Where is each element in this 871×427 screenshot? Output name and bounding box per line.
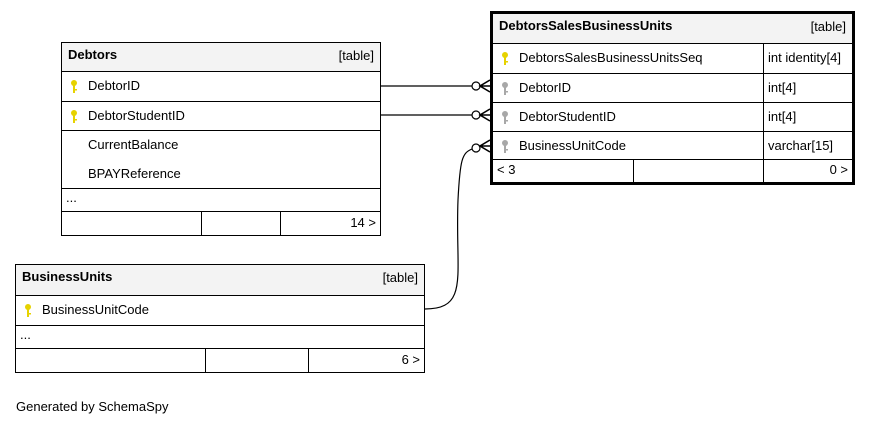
primary-key-icon: [71, 80, 77, 93]
column-name: DebtorStudentID: [88, 108, 185, 123]
table-debtors[interactable]: Debtors [table] DebtorID DebtorStudentID…: [61, 42, 381, 236]
column-row: DebtorsSalesBusinessUnitsSeq int identit…: [493, 44, 852, 74]
column-name: DebtorID: [88, 78, 141, 93]
column-row: BPAYReference: [62, 160, 380, 189]
foreign-key-icon: [502, 111, 508, 124]
foreign-key-icon: [502, 82, 508, 95]
generated-by-label: Generated by SchemaSpy: [16, 399, 169, 414]
footer-cell: 14 >: [280, 212, 380, 235]
column-type: int identity[4]: [763, 44, 852, 73]
column-row: DebtorStudentID int[4]: [493, 103, 852, 132]
table-footer: 6 >: [16, 349, 424, 372]
relation-debtorid-crowfoot: [478, 79, 491, 93]
table-kind: [table]: [338, 48, 374, 63]
parents-count[interactable]: < 3: [497, 162, 516, 177]
column-type: int[4]: [763, 103, 852, 131]
children-count[interactable]: 14 >: [350, 215, 376, 230]
column-type: int[4]: [763, 74, 852, 102]
more-columns-ellipsis: ...: [16, 326, 424, 349]
table-name[interactable]: BusinessUnits: [22, 269, 113, 284]
table-kind: [table]: [382, 270, 418, 285]
table-name[interactable]: DebtorsSalesBusinessUnits: [499, 18, 673, 33]
column-name: DebtorID: [519, 80, 572, 95]
table-header: DebtorsSalesBusinessUnits [table]: [493, 14, 852, 44]
children-count[interactable]: 6 >: [401, 352, 420, 367]
column-type: varchar[15]: [763, 132, 852, 159]
table-debtorssalesbusinessunits[interactable]: DebtorsSalesBusinessUnits [table] Debtor…: [490, 11, 855, 185]
footer-cell: 0 >: [763, 160, 852, 182]
primary-key-icon: [502, 52, 508, 65]
column-name: BusinessUnitCode: [519, 138, 626, 153]
column-row: BusinessUnitCode varchar[15]: [493, 132, 852, 160]
table-businessunits[interactable]: BusinessUnits [table] BusinessUnitCode .…: [15, 264, 425, 373]
primary-key-icon: [71, 110, 77, 123]
children-count[interactable]: 0 >: [829, 162, 848, 177]
column-row: CurrentBalance: [62, 131, 380, 160]
column-row: DebtorStudentID: [62, 102, 380, 131]
primary-key-icon: [25, 304, 31, 317]
column-name: BPAYReference: [88, 166, 181, 181]
table-footer: < 3 0 >: [493, 160, 852, 182]
foreign-key-icon: [502, 140, 508, 153]
column-name: BusinessUnitCode: [42, 302, 149, 317]
column-name: CurrentBalance: [88, 137, 179, 152]
more-columns-ellipsis: ...: [62, 189, 380, 212]
column-row: DebtorID int[4]: [493, 74, 852, 103]
column-row: DebtorID: [62, 72, 380, 102]
relation-businessunitcode-crowfoot: [478, 139, 491, 153]
table-kind: [table]: [810, 19, 846, 34]
table-name[interactable]: Debtors: [68, 47, 118, 62]
footer-cell: 6 >: [308, 349, 424, 372]
relation-businessunitcode: [424, 148, 473, 310]
footer-cell: [201, 212, 280, 235]
table-footer: 14 >: [62, 212, 380, 235]
relation-businessunitcode-optional-marker: [471, 143, 481, 153]
table-header: BusinessUnits [table]: [16, 265, 424, 296]
column-row: BusinessUnitCode: [16, 296, 424, 326]
relation-debtorstudentid-crowfoot: [478, 108, 491, 122]
column-name: DebtorStudentID: [519, 109, 616, 124]
footer-cell: [205, 349, 308, 372]
footer-cell: [633, 160, 763, 182]
column-name: DebtorsSalesBusinessUnitsSeq: [519, 50, 703, 65]
table-header: Debtors [table]: [62, 43, 380, 72]
